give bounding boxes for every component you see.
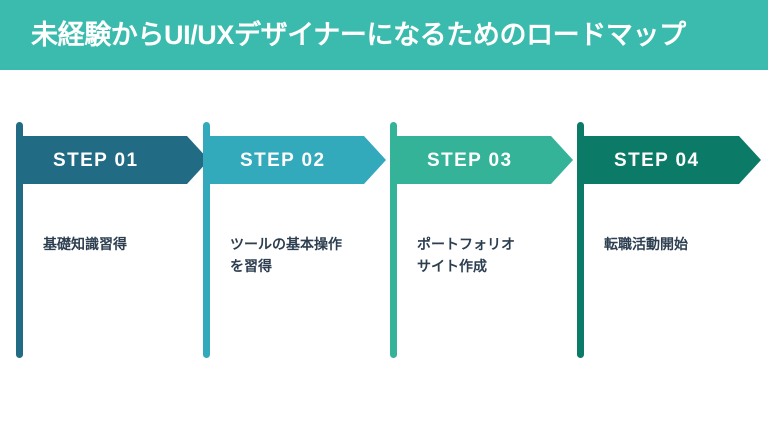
step-banner-arrow: STEP 03 xyxy=(393,136,573,184)
step-label: STEP 03 xyxy=(427,149,513,171)
flag-pole-icon xyxy=(16,122,23,358)
step-banner-arrow: STEP 02 xyxy=(206,136,386,184)
page-title: 未経験からUI/UXデザイナーになるためのロードマップ xyxy=(31,19,686,50)
step-label: STEP 04 xyxy=(614,149,700,171)
step-description: 基礎知識習得 xyxy=(43,236,127,252)
flag-pole-icon xyxy=(577,122,584,358)
header-banner: 未経験からUI/UXデザイナーになるためのロードマップ xyxy=(0,0,768,70)
step-description: ポートフォリオ サイト作成 xyxy=(417,236,515,274)
step-description: 転職活動開始 xyxy=(604,236,688,252)
step-description: ツールの基本操作 を習得 xyxy=(230,236,342,274)
flag-pole-icon xyxy=(203,122,210,358)
step-label: STEP 02 xyxy=(240,149,326,171)
roadmap-diagram: STEP 01 基礎知識習得 STEP 02 ツールの基本操作 を習得 STEP… xyxy=(0,70,768,432)
step-banner-arrow: STEP 04 xyxy=(580,136,761,184)
flag-pole-icon xyxy=(390,122,397,358)
step-label: STEP 01 xyxy=(53,149,139,171)
step-banner-arrow: STEP 01 xyxy=(19,136,209,184)
